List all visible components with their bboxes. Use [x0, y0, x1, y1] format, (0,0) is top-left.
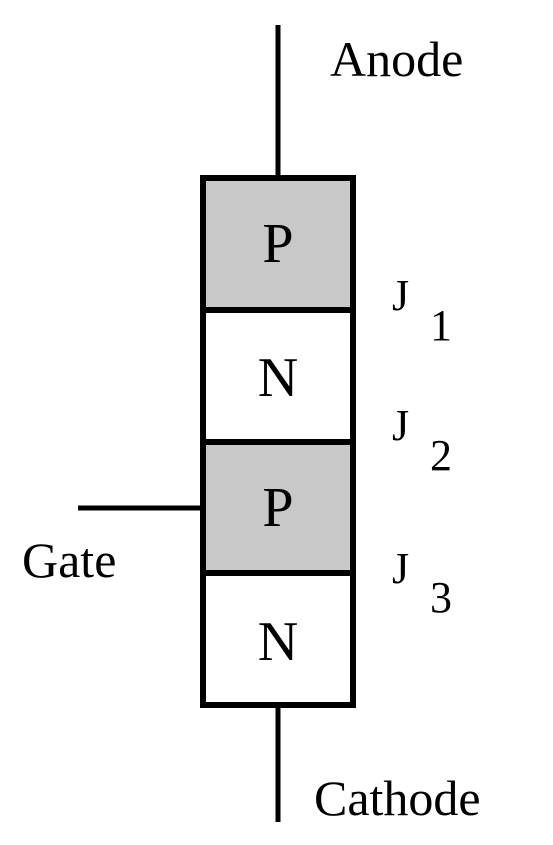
- junction-j2-index: 2: [430, 431, 452, 480]
- layer-p-top-rect: [200, 175, 356, 313]
- junction-j2-letter: J: [392, 401, 409, 450]
- layer-n-bottom: N: [200, 570, 356, 708]
- junction-j1-letter: J: [392, 271, 409, 320]
- junction-j1: J 1: [392, 271, 452, 350]
- junction-j1-index: 1: [430, 301, 452, 350]
- layer-n-bottom-rect: [200, 570, 356, 708]
- layer-n-upper-rect: [200, 307, 356, 445]
- layer-p-lower-rect: [200, 439, 356, 576]
- layer-p-top: P: [200, 175, 356, 313]
- junction-j3-index: 3: [430, 573, 452, 622]
- layer-n-upper: N: [200, 307, 356, 445]
- junction-j2: J 2: [392, 401, 452, 480]
- junction-j3-letter: J: [392, 544, 409, 593]
- layer-p-top-label: P: [262, 213, 293, 275]
- layer-p-lower: P: [200, 439, 356, 576]
- gate-label: Gate: [22, 532, 116, 588]
- layer-n-upper-label: N: [258, 347, 298, 409]
- layer-p-lower-label: P: [262, 477, 293, 539]
- anode-label: Anode: [330, 31, 463, 87]
- junction-j3: J 3: [392, 544, 452, 622]
- cathode-label: Cathode: [314, 770, 481, 826]
- layer-n-bottom-label: N: [258, 611, 298, 673]
